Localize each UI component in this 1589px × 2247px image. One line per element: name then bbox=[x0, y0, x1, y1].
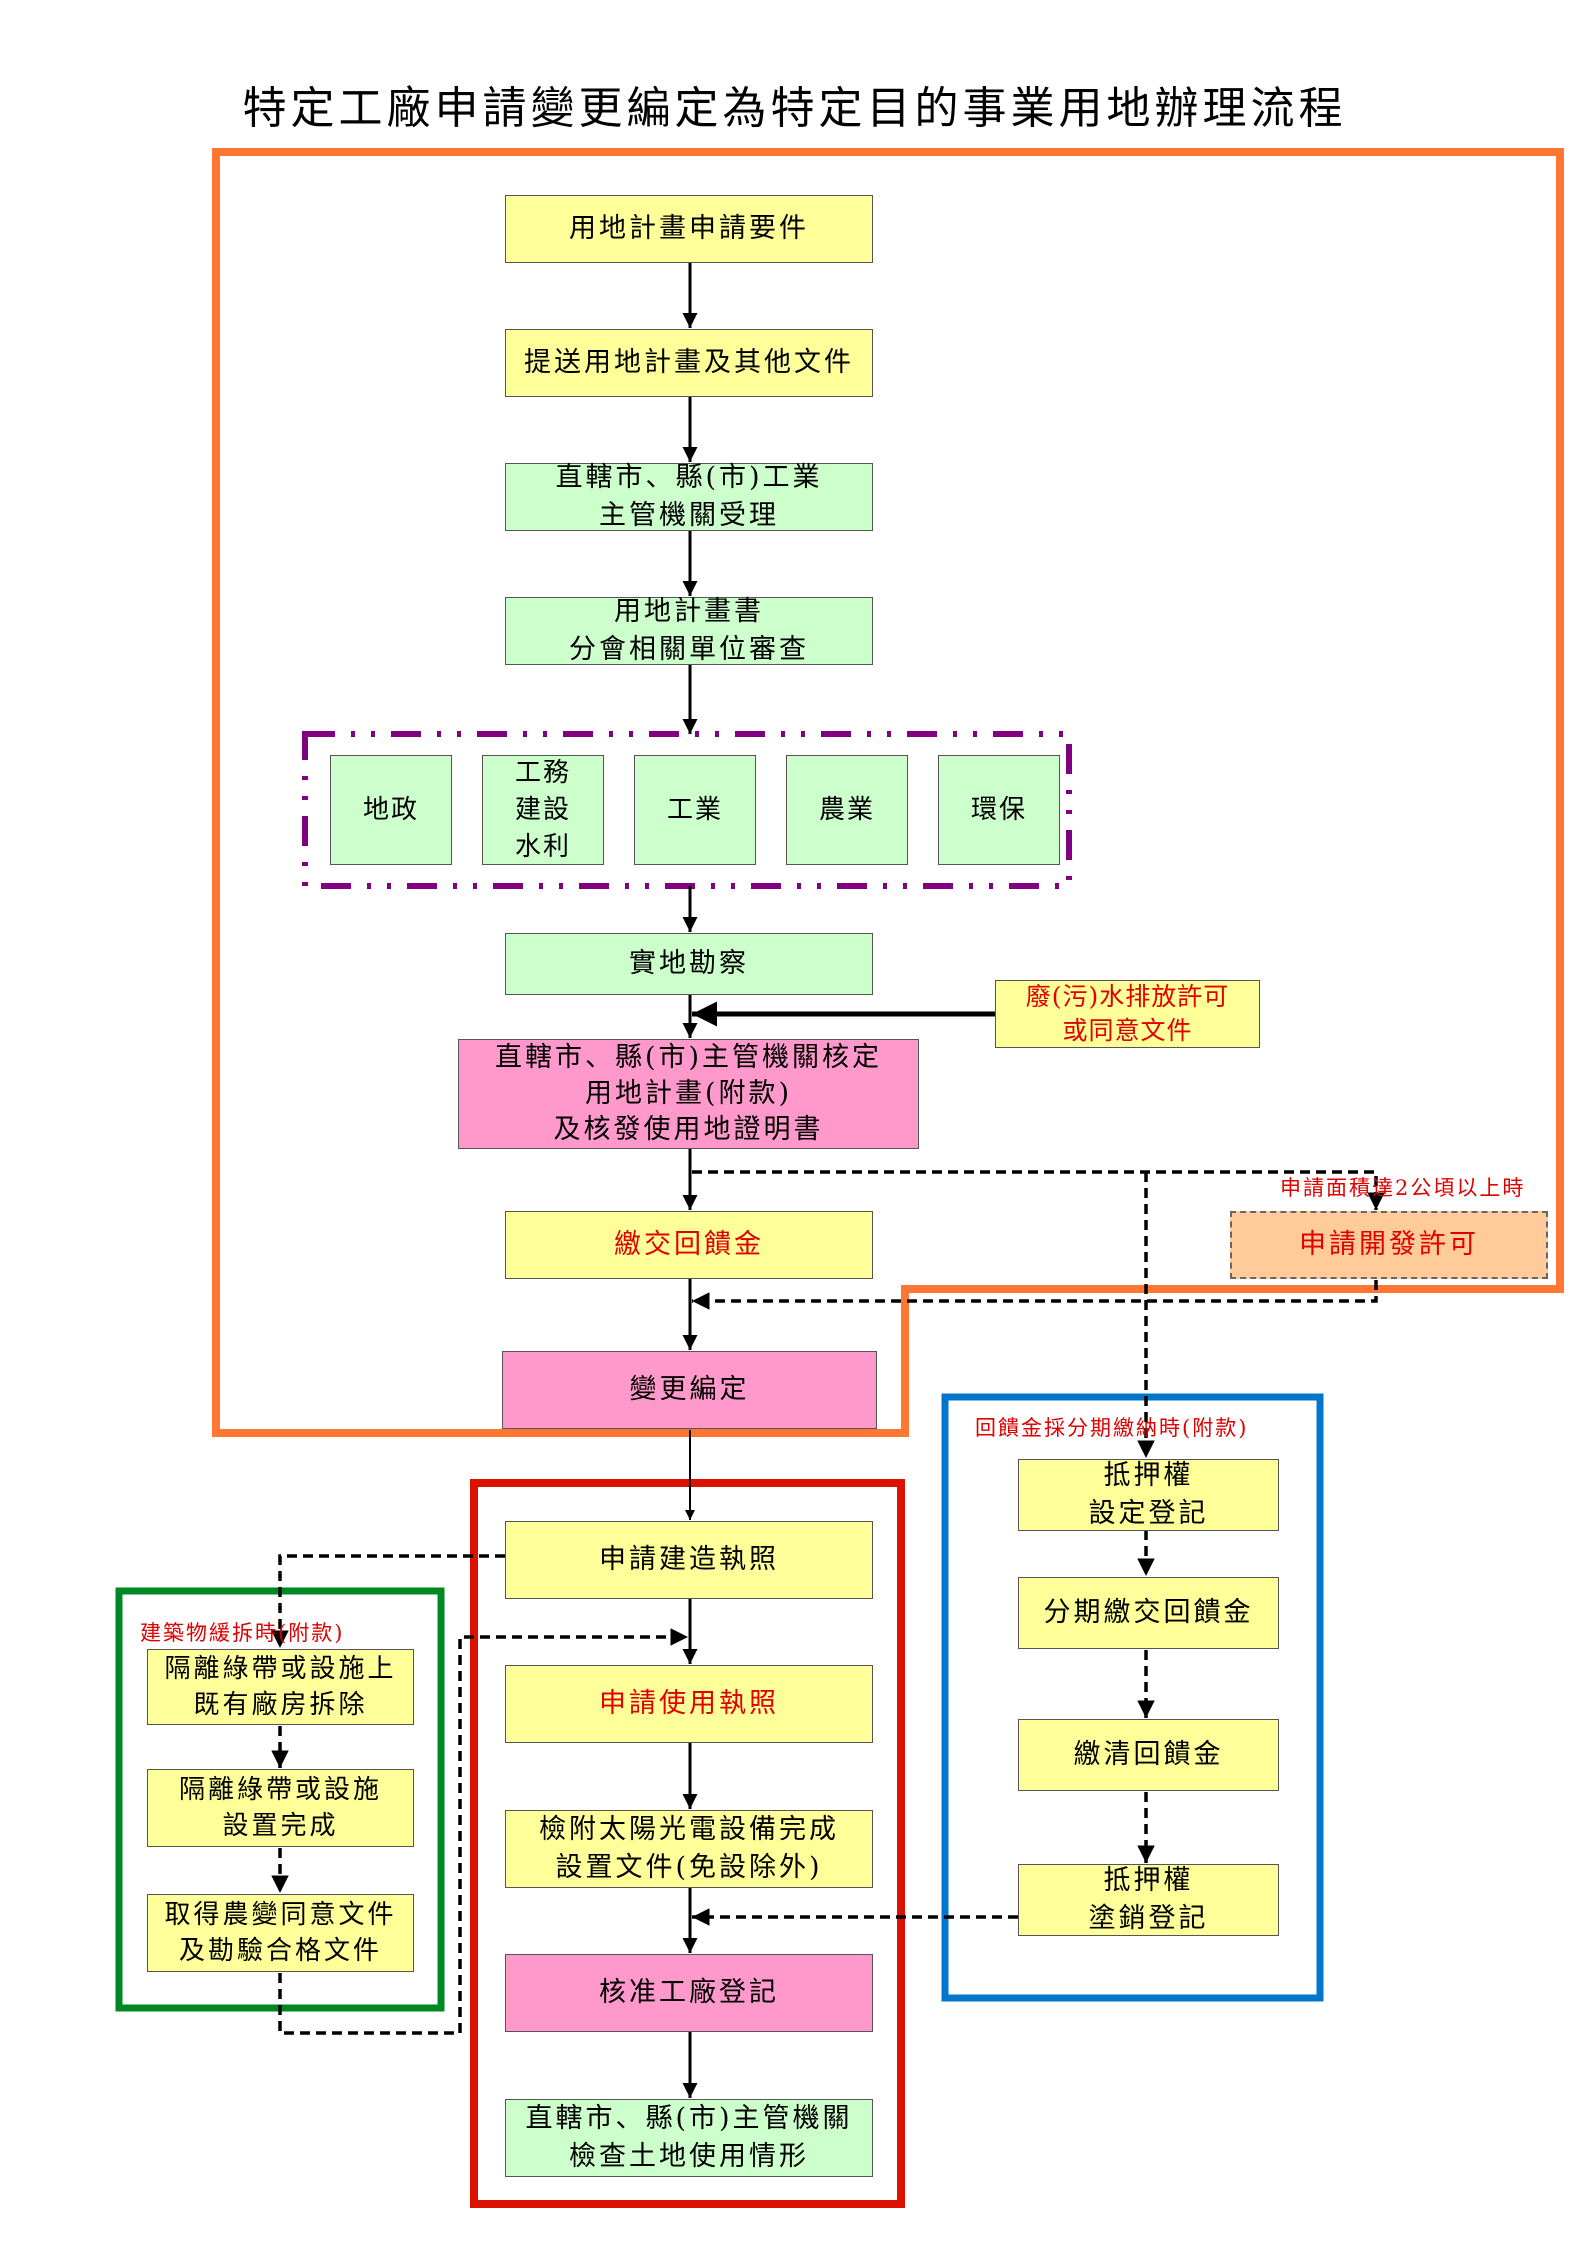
step-buffer-setup-complete: 隔離綠帶或設施 設置完成 bbox=[147, 1769, 414, 1847]
step-pay-feedback-fund: 繳交回饋金 bbox=[505, 1211, 873, 1279]
dashed-dev-permit-return bbox=[692, 1280, 1378, 1310]
red-frame bbox=[470, 1479, 905, 2208]
step-approve-factory-registration: 核准工廠登記 bbox=[505, 1954, 873, 2032]
blue-frame bbox=[941, 1393, 1324, 2002]
step-submit-land-plan: 提送用地計畫及其他文件 bbox=[505, 329, 873, 397]
step-inspect-land-use: 直轄市、縣(市)主管機關 檢查土地使用情形 bbox=[505, 2099, 873, 2177]
dept-land-admin: 地政 bbox=[330, 755, 452, 865]
deferred-demolition-note: 建築物緩拆時(附款) bbox=[140, 1621, 345, 1645]
step-mortgage-registration: 抵押權 設定登記 bbox=[1018, 1459, 1279, 1531]
step-site-inspection: 實地勘察 bbox=[505, 933, 873, 995]
step-land-plan-requirements: 用地計畫申請要件 bbox=[505, 195, 873, 263]
wastewater-permit-box: 廢(污)水排放許可 或同意文件 bbox=[995, 980, 1260, 1048]
step-authority-accepts: 直轄市、縣(市)工業 主管機關受理 bbox=[505, 462, 873, 531]
step-obtain-agri-consent: 取得農變同意文件 及勘驗合格文件 bbox=[147, 1894, 414, 1972]
dept-environmental: 環保 bbox=[938, 755, 1060, 865]
step-apply-building-permit: 申請建造執照 bbox=[505, 1521, 873, 1599]
dev-permit-box: 申請開發許可 bbox=[1230, 1211, 1548, 1279]
step-apply-use-permit: 申請使用執照 bbox=[505, 1665, 873, 1743]
dept-public-works: 工務 建設 水利 bbox=[482, 755, 604, 865]
dashed-to-dev-permit bbox=[692, 1170, 1385, 1210]
step-solar-documents: 檢附太陽光電設備完成 設置文件(免設除外) bbox=[505, 1810, 873, 1888]
dashed-green-return bbox=[278, 1628, 688, 2035]
step-mortgage-cancellation: 抵押權 塗銷登記 bbox=[1018, 1864, 1279, 1936]
step-approve-land-plan: 直轄市、縣(市)主管機關核定 用地計畫(附款) 及核發使用地證明書 bbox=[458, 1039, 919, 1149]
dashed-to-green-section bbox=[271, 1554, 505, 1648]
page-title: 特定工廠申請變更編定為特定目的事業用地辦理流程 bbox=[242, 83, 1347, 134]
dept-industry: 工業 bbox=[634, 755, 756, 865]
step-change-zoning: 變更編定 bbox=[502, 1351, 877, 1429]
dept-agriculture: 農業 bbox=[786, 755, 908, 865]
step-demolish-existing-plant: 隔離綠帶或設施上 既有廠房拆除 bbox=[147, 1649, 414, 1725]
dev-permit-condition-note: 申請面積達2公頃以上時 bbox=[1280, 1176, 1526, 1200]
step-installment-payment: 分期繳交回饋金 bbox=[1018, 1577, 1279, 1649]
installment-condition-note: 回饋金採分期繳納時(附款) bbox=[975, 1416, 1249, 1440]
department-group-frame bbox=[302, 731, 1072, 889]
orange-frame bbox=[212, 148, 1564, 1437]
step-pay-off-fund: 繳清回饋金 bbox=[1018, 1719, 1279, 1791]
step-plan-review: 用地計畫書 分會相關單位審查 bbox=[505, 596, 873, 665]
